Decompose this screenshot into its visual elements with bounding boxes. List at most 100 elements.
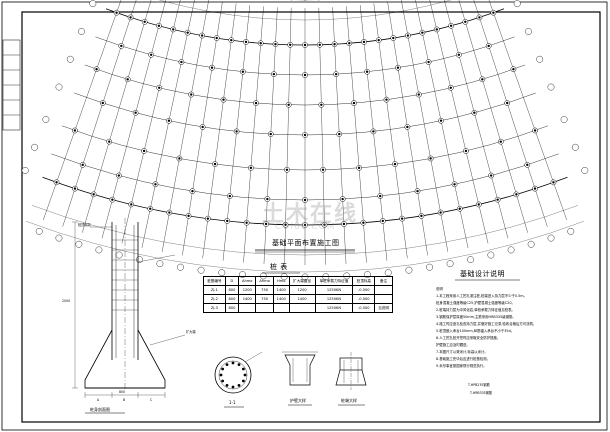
note-line: 3.钢筋保护层厚度50mm,主筋采用HRB335级钢筋。	[436, 315, 516, 319]
row-bubble	[21, 167, 29, 174]
rebar-note-2: T-HRB335钢筋	[470, 391, 493, 395]
row-bubble	[525, 28, 532, 35]
axis-bubble	[527, 240, 535, 248]
table-cell: 800	[224, 294, 240, 304]
axis-bubble	[35, 227, 43, 235]
table-row: ZJ-1 800 1200 750 1400 1200 1250KN -0.50…	[203, 285, 393, 295]
pile	[552, 181, 555, 184]
pile	[143, 20, 146, 23]
pile	[303, 73, 307, 77]
pile	[73, 187, 77, 190]
title-strip-lines	[3, 54, 20, 116]
pile	[449, 24, 453, 27]
pile	[406, 34, 410, 37]
table-cell: -0.500	[352, 303, 376, 313]
pile	[526, 163, 529, 167]
rebar-dot	[241, 367, 245, 371]
row-bubble	[31, 143, 38, 151]
table-header: 扩大端直径	[288, 276, 316, 286]
rebar-note-1: T-HPB235钢筋	[468, 383, 490, 387]
axis-bubble	[487, 251, 495, 259]
axis-bubble	[446, 260, 454, 268]
detail-3-label: 桩端大样	[341, 398, 357, 403]
pile	[287, 103, 290, 106]
rebar-dot	[225, 363, 229, 367]
pile	[489, 174, 493, 177]
pile	[226, 219, 229, 223]
pile	[453, 183, 456, 186]
pile	[321, 168, 325, 171]
pile	[492, 11, 495, 14]
rebar-dot	[221, 367, 225, 371]
pile	[458, 207, 461, 210]
rebar-dot	[225, 383, 229, 387]
grid-axis	[43, 0, 122, 221]
rebar-dot	[231, 361, 235, 365]
pile	[259, 42, 262, 45]
pile	[241, 70, 245, 73]
section-label-a: A	[97, 398, 100, 402]
pile	[429, 157, 432, 160]
pile	[487, 44, 490, 48]
pile	[264, 222, 268, 226]
pile	[210, 66, 214, 69]
table-row: ZJ-2 800 1400 750 1400 1400 1250KN -0.50…	[203, 294, 393, 304]
table-cell	[238, 303, 257, 313]
axis-bubble	[115, 251, 123, 259]
table-cell	[374, 294, 393, 304]
row-bubble	[547, 83, 555, 91]
inner-frame	[21, 11, 601, 423]
axis-bubble	[75, 240, 83, 248]
pile	[249, 166, 253, 170]
pile	[362, 40, 366, 44]
section-note-top: 桩顶标高	[78, 223, 91, 227]
row-bubble	[513, 0, 521, 8]
section-title: 桩身剖面图	[90, 407, 110, 412]
pile	[506, 101, 509, 105]
pile	[533, 129, 537, 132]
detail-1-label: 1-1	[229, 400, 236, 405]
pile	[362, 221, 365, 224]
axis-bubble	[405, 266, 413, 274]
pile	[245, 221, 248, 224]
pile	[284, 223, 287, 226]
pile	[129, 16, 132, 19]
pile	[427, 60, 430, 64]
table-cell: 800	[224, 285, 240, 295]
table-cell: 1200	[288, 285, 316, 295]
pile	[378, 194, 382, 198]
grid-axis	[82, 0, 152, 233]
pile	[285, 168, 289, 171]
table-header: Hmo	[272, 276, 290, 286]
pile	[134, 111, 137, 114]
pile	[357, 166, 361, 170]
pile	[338, 132, 341, 136]
pile	[435, 28, 438, 31]
detail-wall	[282, 351, 318, 386]
pile	[303, 43, 307, 47]
pile	[478, 16, 481, 19]
pile	[381, 219, 384, 223]
table-header: 单桩承载力特征值	[314, 276, 354, 286]
rebar-dot	[219, 373, 223, 377]
table-cell: ZJ-2	[203, 294, 226, 304]
pile	[154, 183, 157, 186]
pile	[269, 132, 272, 136]
pile	[178, 157, 181, 160]
plan-title: 基础平面布置施工图	[272, 239, 340, 247]
section-dim-width: 800	[119, 390, 126, 394]
table-cell: 1400	[272, 285, 290, 295]
pile	[342, 222, 346, 226]
pile	[303, 223, 307, 227]
pile	[457, 53, 461, 56]
table-header: Ahmo	[238, 276, 257, 286]
row-bubble	[572, 143, 579, 151]
pile	[274, 43, 277, 46]
row-bubble	[78, 28, 85, 35]
pile	[95, 68, 98, 71]
pile	[499, 140, 502, 143]
pile	[180, 60, 183, 64]
axis-bubble	[156, 260, 164, 268]
table-cell: -0.500	[352, 294, 376, 304]
table-cell: 750	[255, 294, 274, 304]
